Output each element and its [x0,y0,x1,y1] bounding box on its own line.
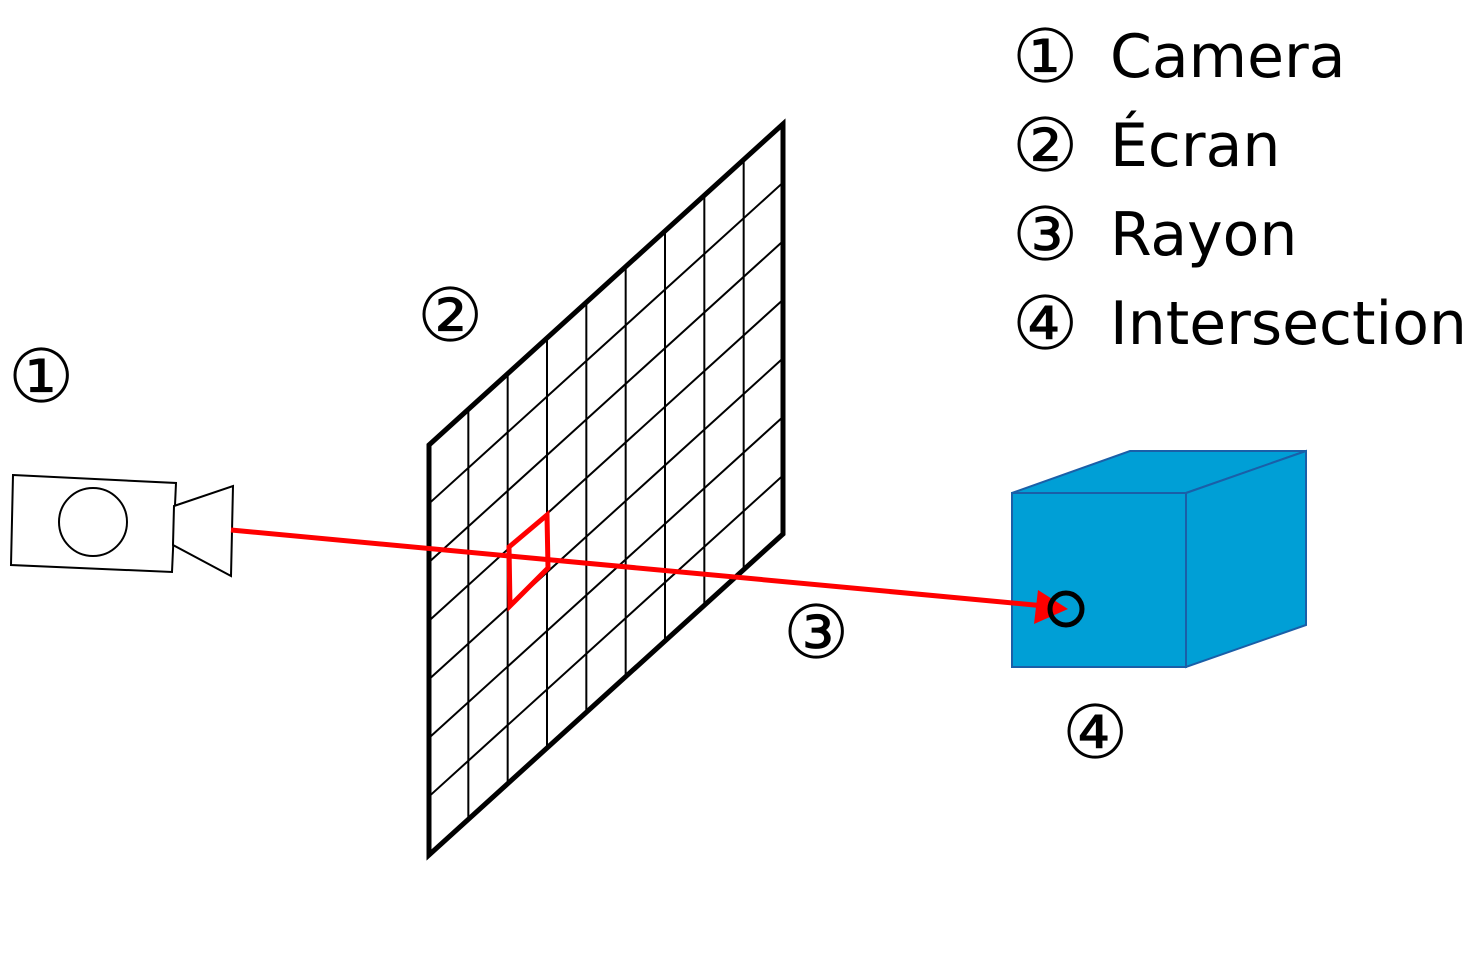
legend-item-camera: ① Camera [1012,12,1467,101]
grid-line-horizontal [428,240,784,563]
legend-label: Écran [1110,110,1281,181]
camera-marker: ① [8,334,75,420]
screen-marker: ② [417,273,484,359]
grid-line-horizontal [428,474,784,798]
screen-grid [426,118,786,861]
legend-marker: ① [1012,13,1079,100]
cube [1011,449,1307,669]
selected-pixel [506,509,551,612]
cube-front [1011,492,1187,668]
legend-marker: ③ [1012,191,1079,278]
grid-line-horizontal [428,298,784,622]
legend: ① Camera ② Écran ③ Rayon ④ Intersection [1012,12,1467,368]
intersection-point [1047,590,1085,628]
ray-marker: ③ [783,590,850,676]
grid-line-horizontal [428,181,784,505]
screen-frame [426,118,786,861]
legend-label: Intersection [1110,288,1467,359]
camera-icon [9,473,235,578]
legend-item-screen: ② Écran [1012,101,1467,190]
legend-label: Rayon [1110,199,1298,270]
legend-item-ray: ③ Rayon [1012,190,1467,279]
camera-circle [58,487,128,557]
grid-line-horizontal [428,416,784,739]
camera-lens [171,484,235,578]
legend-label: Camera [1110,21,1346,92]
intersection-marker: ④ [1062,690,1129,776]
legend-marker: ④ [1012,280,1079,367]
legend-marker: ② [1012,102,1079,189]
grid-line-horizontal [428,357,784,681]
ray [230,527,1046,609]
legend-item-intersection: ④ Intersection [1012,279,1467,368]
